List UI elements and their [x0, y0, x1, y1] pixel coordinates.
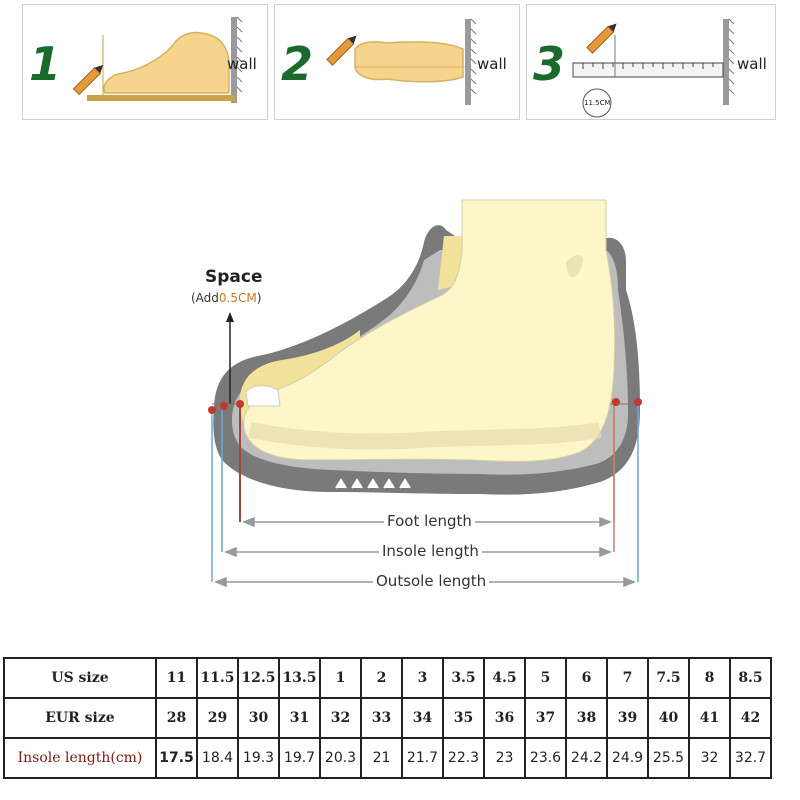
table-cell: 25.5 [647, 737, 690, 779]
table-cell: 22.3 [442, 737, 485, 779]
table-cell: 41 [688, 697, 731, 739]
table-cell: 21.7 [401, 737, 444, 779]
table-cell: 28 [155, 697, 198, 739]
table-cell: 19.7 [278, 737, 321, 779]
wall-label: wall [227, 55, 257, 73]
wall-label: wall [477, 55, 507, 73]
step2-illustration [326, 18, 477, 105]
table-cell: 1 [319, 657, 362, 699]
table-cell: 37 [524, 697, 567, 739]
table-cell: 36 [483, 697, 526, 739]
table-cell: 29 [196, 697, 239, 739]
table-cell: 8 [688, 657, 731, 699]
space-label: Space [205, 267, 263, 287]
table-cell: 30 [237, 697, 280, 739]
foot-top-icon [354, 41, 464, 83]
shoe-diagram [208, 199, 642, 588]
foot-shape [243, 199, 616, 463]
table-cell: 31 [278, 697, 321, 739]
ruler-icon [572, 62, 724, 78]
table-cell: 7.5 [647, 657, 690, 699]
row-header: EUR size [3, 697, 157, 739]
table-cell: 11.5 [196, 657, 239, 699]
table-cell: 7 [606, 657, 649, 699]
step-panel-2: 2 wall [274, 4, 520, 120]
table-cell: 18.4 [196, 737, 239, 779]
table-cell: 38 [565, 697, 608, 739]
marker-foot-right [612, 398, 620, 406]
table-cell: 35 [442, 697, 485, 739]
step-panel-1: 1 wall [22, 4, 268, 120]
table-cell: 20.3 [319, 737, 362, 779]
marker-outsole-left [208, 406, 216, 414]
table-cell: 2 [360, 657, 403, 699]
table-cell: 6 [565, 657, 608, 699]
table-cell: 33 [360, 697, 403, 739]
pencil-icon [586, 23, 617, 54]
table-cell: 4.5 [483, 657, 526, 699]
table-cell: 21 [360, 737, 403, 779]
table-cell: 11 [155, 657, 198, 699]
outsole-length-label: Outsole length [373, 572, 490, 590]
table-cell: 39 [606, 697, 649, 739]
marker-outsole-right [634, 398, 642, 406]
table-cell: 23 [483, 737, 526, 779]
table-cell: 40 [647, 697, 690, 739]
foot-length-label: Foot length [384, 512, 475, 530]
zoom-circle-icon [582, 88, 612, 118]
step1-illustration [72, 16, 243, 103]
table-cell: 17.5 [155, 737, 198, 779]
marker-insole-left [220, 402, 228, 410]
foot-side-icon [103, 31, 230, 94]
wall-label: wall [737, 55, 767, 73]
table-cell: 24.2 [565, 737, 608, 779]
measurement-label: 11.5CM [584, 99, 611, 107]
row-header: Insole length(cm) [3, 737, 157, 779]
table-cell: 3.5 [442, 657, 485, 699]
table-cell: 13.5 [278, 657, 321, 699]
table-cell: 19.3 [237, 737, 280, 779]
marker-foot-left [236, 400, 244, 408]
insole-length-label: Insole length [379, 542, 482, 560]
step3-illustration [572, 18, 735, 118]
step-number: 3 [533, 37, 566, 91]
table-cell: 3 [401, 657, 444, 699]
add-space-label: (Add0.5CM) [191, 291, 262, 305]
pencil-icon [326, 35, 357, 66]
step-number: 1 [29, 37, 62, 91]
table-cell: 32 [319, 697, 362, 739]
table-cell: 5 [524, 657, 567, 699]
table-cell: 32.7 [729, 737, 772, 779]
table-cell: 42 [729, 697, 772, 739]
table-cell: 8.5 [729, 657, 772, 699]
table-cell: 23.6 [524, 737, 567, 779]
table-cell: 32 [688, 737, 731, 779]
table-cell: 12.5 [237, 657, 280, 699]
step-number: 2 [281, 37, 314, 91]
step-panel-3: 3 11.5CM wall [526, 4, 776, 120]
pencil-icon [72, 64, 104, 96]
table-cell: 34 [401, 697, 444, 739]
row-header: US size [3, 657, 157, 699]
table-cell: 24.9 [606, 737, 649, 779]
